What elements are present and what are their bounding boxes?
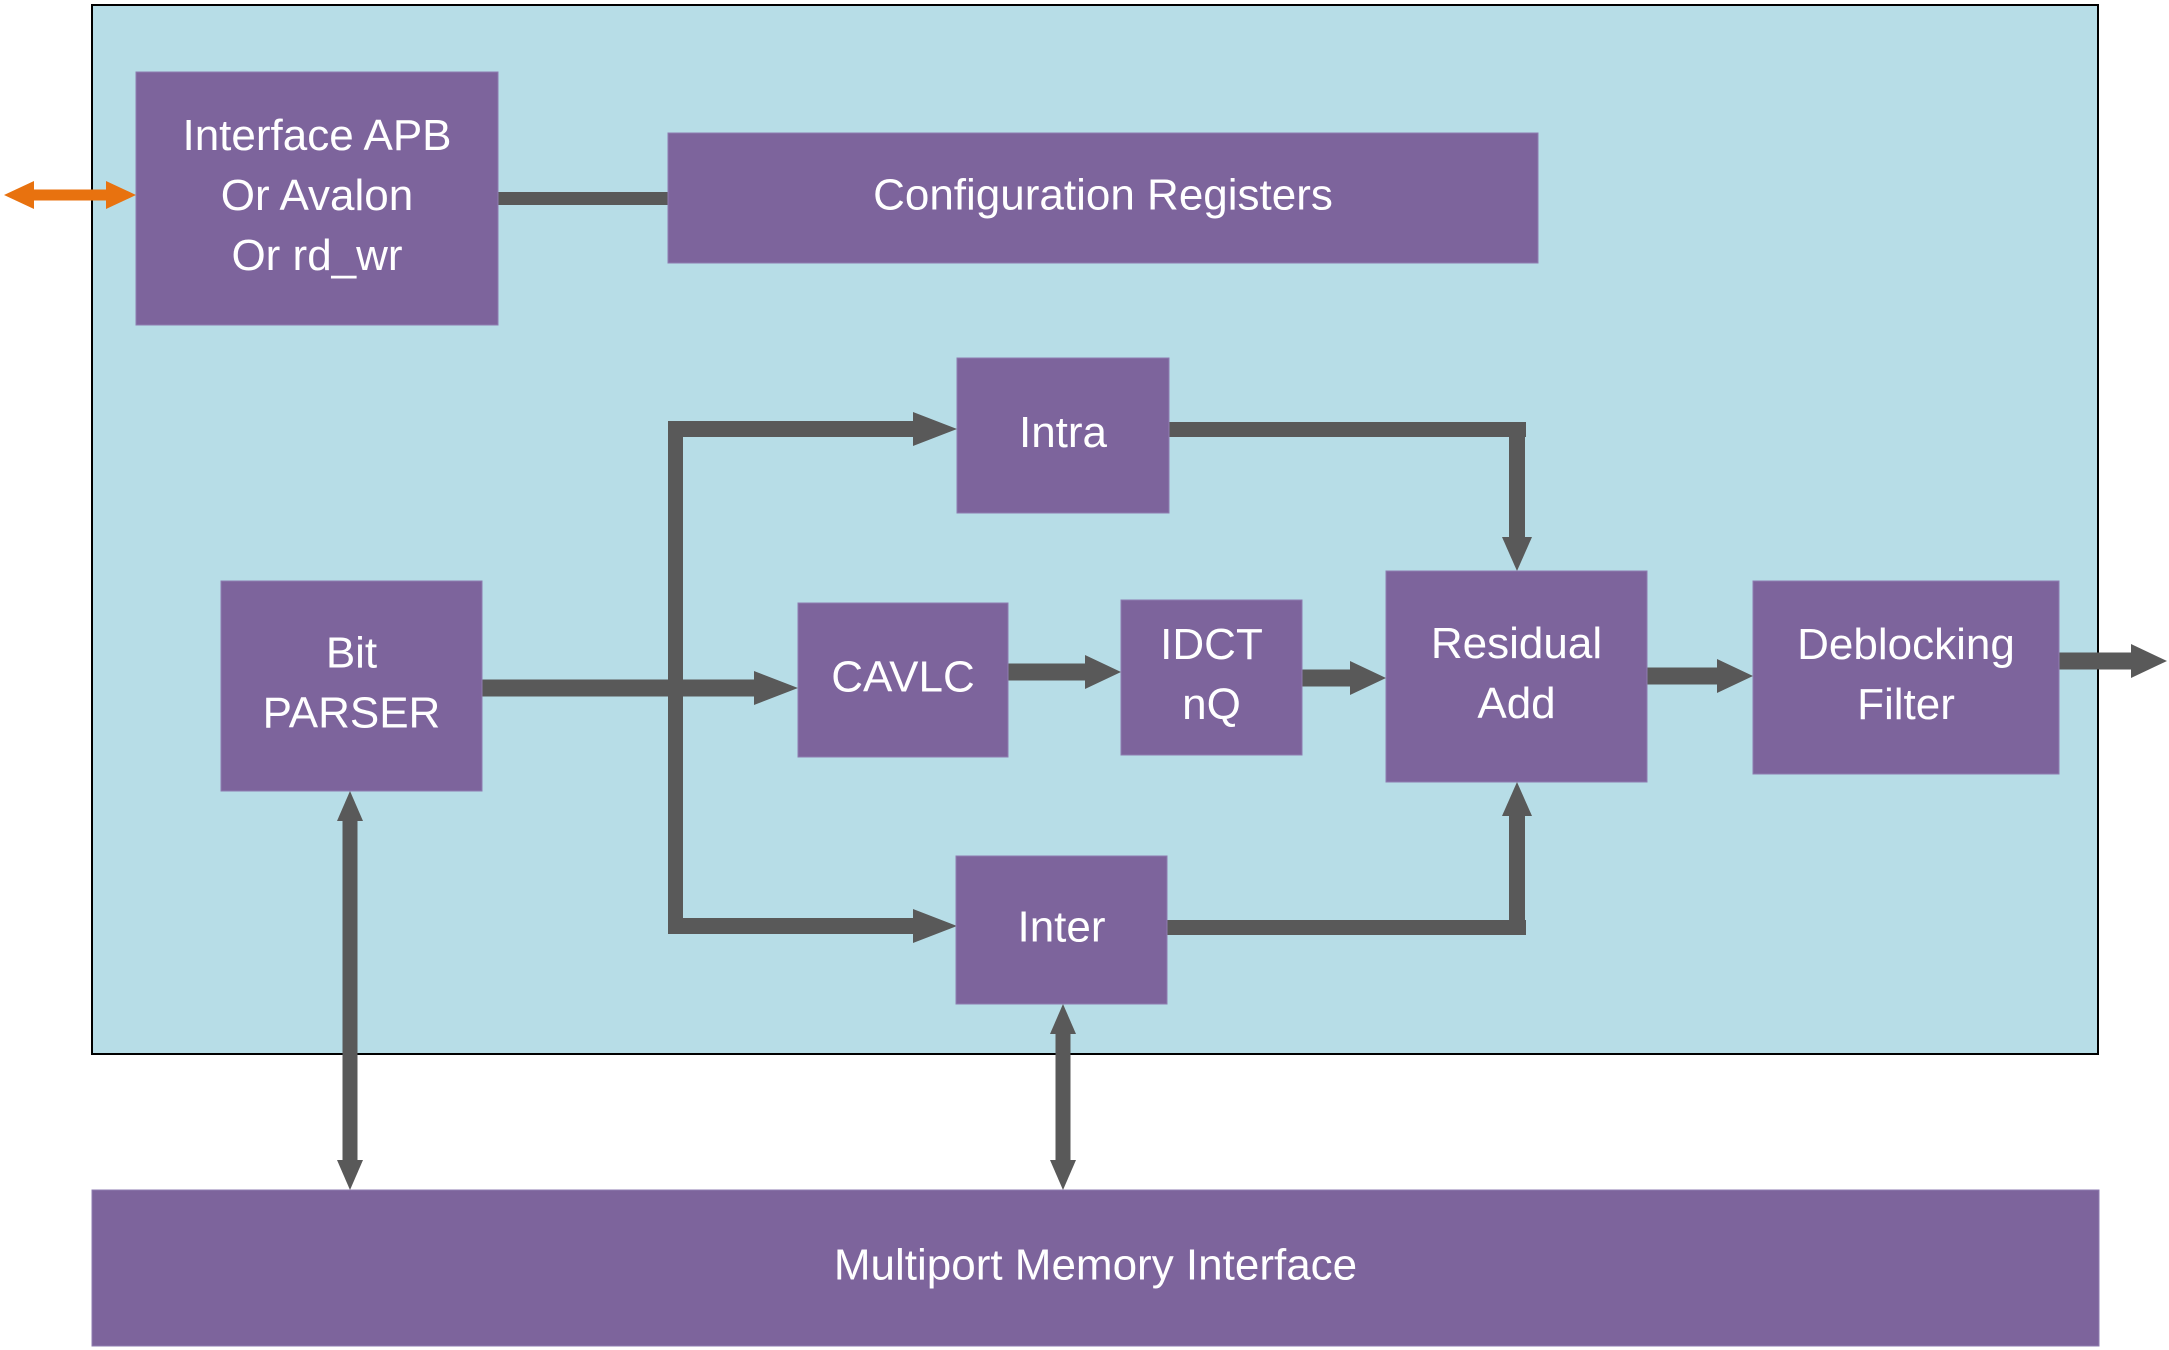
inter-memory-arrow-head-up xyxy=(1050,1004,1076,1034)
residual-to-deblock-arrow-shaft xyxy=(1647,667,1717,685)
cavlc-to-idct-arrow-head xyxy=(1085,655,1121,689)
idct-block-box xyxy=(1120,599,1303,756)
interface-label-line: Or rd_wr xyxy=(231,231,402,280)
intra-block-box xyxy=(956,357,1170,514)
residual-label-line: Add xyxy=(1477,679,1555,728)
config-label-line: Configuration Registers xyxy=(873,171,1333,220)
parser-label-line: PARSER xyxy=(263,689,441,738)
parser-memory-arrow-head-down xyxy=(337,1160,363,1190)
bus-to-intra-arrow-head xyxy=(913,412,957,446)
inter-block: Inter xyxy=(955,855,1168,1005)
deblock-output-arrow-head xyxy=(2131,644,2167,678)
interface-to-config-line xyxy=(498,192,668,205)
parser-memory-arrow-shaft xyxy=(342,821,358,1160)
inter-memory-arrow-shaft xyxy=(1055,1034,1071,1160)
connections-layer xyxy=(4,181,2167,1190)
cavlc-to-idct-arrow-shaft xyxy=(1008,663,1085,681)
intra-label-line: Intra xyxy=(1019,408,1108,457)
parser-block-box xyxy=(220,580,483,792)
cavlc-label-line: CAVLC xyxy=(831,653,974,702)
inter-to-residual-arrow-head xyxy=(1502,782,1532,816)
cavlc-block: CAVLC xyxy=(797,602,1009,758)
external-io-arrow-right-head xyxy=(106,181,136,209)
deblock-block-box xyxy=(1752,580,2060,775)
cavlc-block-box xyxy=(797,602,1009,758)
external-io-arrow-left-head xyxy=(4,181,34,209)
idct-label-line: IDCT xyxy=(1160,620,1263,669)
inter-to-residual-arrow-shaft xyxy=(1509,816,1525,935)
interface-label-line: Or Avalon xyxy=(221,171,413,220)
deblock-output-arrow-shaft xyxy=(2059,652,2131,670)
intra-to-residual-arrow-shaft xyxy=(1509,422,1525,537)
intra-to-residual-horizontal xyxy=(1169,422,1526,437)
parser-branch-bus xyxy=(668,422,683,934)
idct-label-line: nQ xyxy=(1182,680,1241,729)
intra-to-residual-arrow-head xyxy=(1502,537,1532,571)
config-block-box xyxy=(667,132,1539,264)
residual-label-line: Residual xyxy=(1431,619,1602,668)
inter-to-residual-horizontal xyxy=(1167,920,1526,935)
parser-label-line: Bit xyxy=(326,629,377,678)
external-io-arrow-shaft xyxy=(34,189,106,201)
memory-block: Multiport Memory Interface xyxy=(91,1189,2100,1347)
idct-to-residual-arrow-shaft xyxy=(1302,669,1350,687)
intra-block: Intra xyxy=(956,357,1170,514)
interface-label-line: Interface APB xyxy=(182,111,451,160)
residual-block-box xyxy=(1385,570,1648,783)
interface-block-box xyxy=(135,71,499,326)
parser-to-cavlc-arrow-head xyxy=(754,671,798,705)
parser-memory-arrow-head-up xyxy=(337,791,363,821)
memory-label-line: Multiport Memory Interface xyxy=(834,1241,1357,1290)
deblock-label-line: Deblocking xyxy=(1797,620,2015,669)
bus-to-inter-arrow-shaft xyxy=(668,918,913,934)
residual-to-deblock-arrow-head xyxy=(1717,659,1753,693)
inter-block-box xyxy=(955,855,1168,1005)
inter-memory-arrow-head-down xyxy=(1050,1160,1076,1190)
bus-to-inter-arrow-head xyxy=(913,909,957,943)
memory-block-box xyxy=(91,1189,2100,1347)
idct-block: IDCT nQ xyxy=(1120,599,1303,756)
parser-to-cavlc-arrow-shaft xyxy=(482,679,754,697)
inter-label-line: Inter xyxy=(1017,903,1105,952)
interface-block: Interface APB Or Avalon Or rd_wr xyxy=(135,71,499,326)
idct-to-residual-arrow-head xyxy=(1350,661,1386,695)
blocks-layer: Interface APB Or Avalon Or rd_wr Configurat… xyxy=(91,71,2100,1347)
deblock-label-line: Filter xyxy=(1857,680,1955,729)
bus-to-intra-arrow-shaft xyxy=(668,421,913,437)
config-block: Configuration Registers xyxy=(667,132,1539,264)
